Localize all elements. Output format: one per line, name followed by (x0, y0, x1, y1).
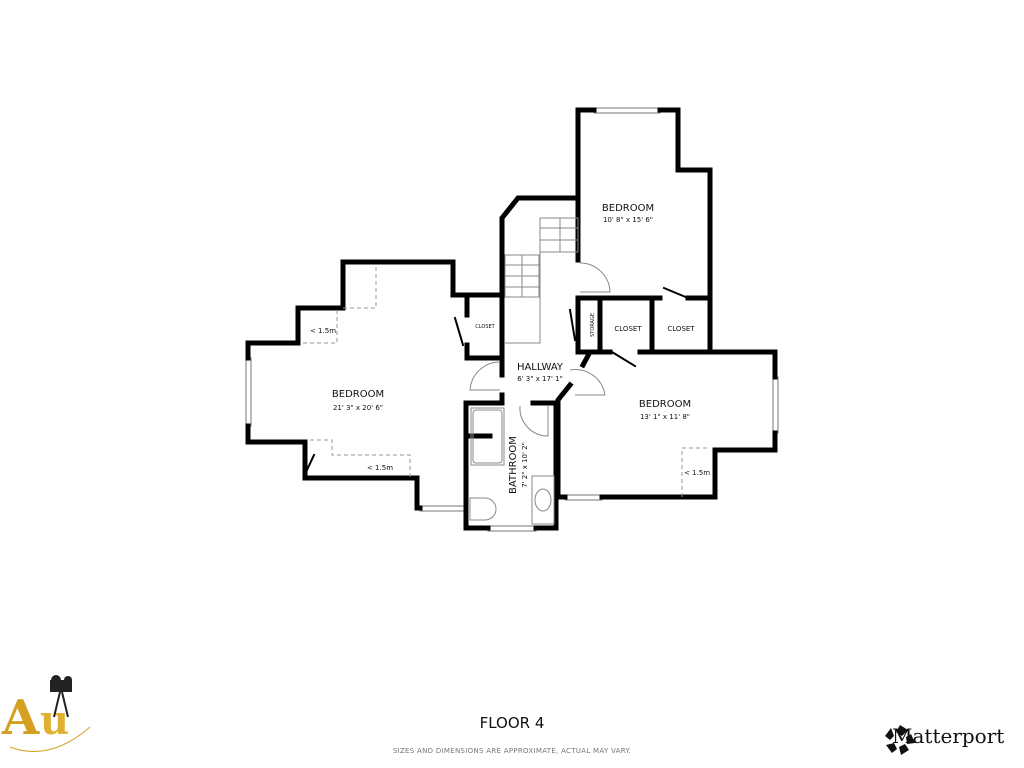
closet-label: CLOSET (614, 325, 642, 333)
room-dimensions: 6' 3" x 17' 1" (517, 375, 563, 383)
room-dimensions: 13' 1" x 11' 8" (640, 413, 690, 421)
svg-text:A: A (1, 690, 40, 746)
company-logo: A u (0, 672, 95, 762)
closet-label: CLOSET (475, 324, 495, 330)
camera-logo-icon: A u (1, 675, 91, 752)
matterport-icon (885, 725, 915, 755)
walls (245, 107, 778, 531)
closet-label: CLOSET (667, 325, 695, 333)
window (487, 525, 537, 532)
storage-label: STORAGE (590, 313, 596, 337)
low-ceiling-label: < 1.5m (367, 464, 393, 472)
floor-title: FLOOR 4 (479, 714, 545, 732)
room-name: BEDROOM (639, 399, 691, 410)
window (593, 107, 661, 114)
staircase (504, 217, 579, 344)
room-name: BEDROOM (332, 389, 384, 400)
window (564, 494, 603, 501)
window (245, 357, 252, 427)
window (419, 505, 467, 512)
room-name: BEDROOM (602, 203, 654, 214)
matterport-logo: Matterport (884, 724, 1004, 755)
room-name: HALLWAY (517, 362, 564, 373)
doors (305, 262, 690, 472)
room-dimensions: 7' 2" x 10' 2" (521, 442, 529, 488)
bathroom-fixtures (469, 407, 555, 525)
disclaimer: SIZES AND DIMENSIONS ARE APPROXIMATE, AC… (392, 747, 632, 755)
low-ceiling-label: < 1.5m (684, 469, 710, 477)
room-dimensions: 21' 3" x 20' 6" (333, 404, 383, 412)
low-ceiling-label: < 1.5m (310, 327, 336, 335)
room-name: BATHROOM (508, 436, 519, 494)
room-dimensions: 10' 8" x 15' 6" (603, 216, 653, 224)
window (772, 376, 779, 434)
